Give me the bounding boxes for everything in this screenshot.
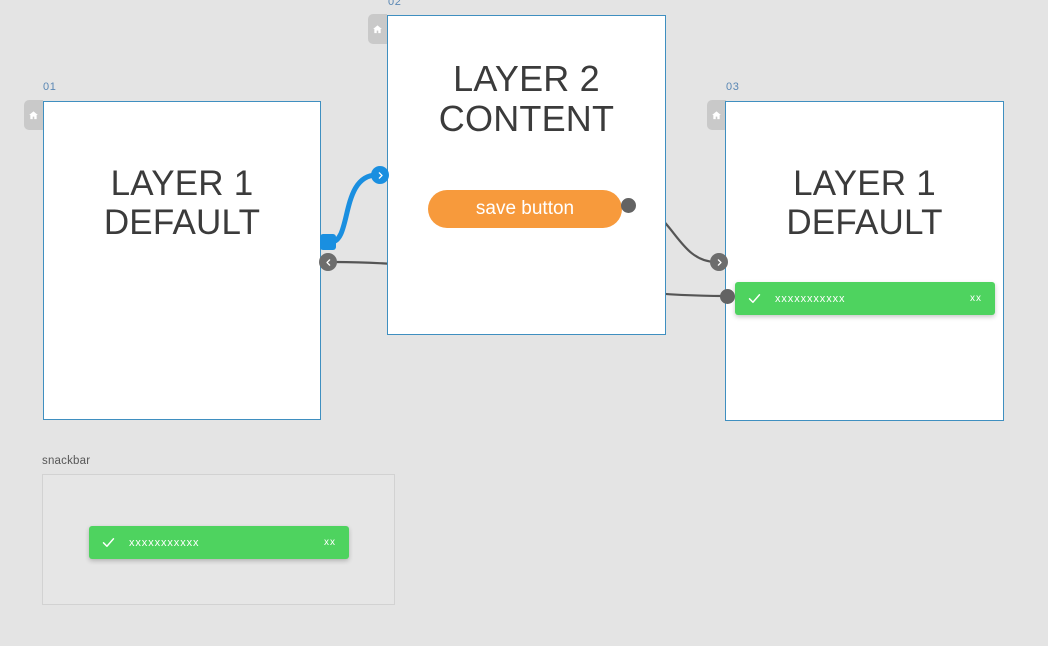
- input-port-chevron-card-03[interactable]: [710, 253, 728, 271]
- snackbar-panel-label: snackbar: [42, 455, 91, 467]
- home-icon: [28, 110, 39, 121]
- card-tag-01: 01: [43, 81, 57, 93]
- snackbar-action-button[interactable]: xx: [324, 537, 336, 548]
- home-icon-badge-card-01[interactable]: [24, 100, 43, 130]
- card-title-02: LAYER 2 CONTENT: [438, 58, 615, 140]
- card-title-01: LAYER 1 DEFAULT: [103, 164, 261, 243]
- card-layer-03[interactable]: LAYER 1 DEFAULT xxxxxxxxxxx xx: [725, 101, 1004, 421]
- snackbar-panel: xxxxxxxxxxx xx: [42, 474, 395, 605]
- check-icon: [747, 291, 762, 306]
- home-icon-badge-card-03[interactable]: [707, 100, 726, 130]
- home-icon: [372, 24, 383, 35]
- snackbar-demo[interactable]: xxxxxxxxxxx xx: [89, 526, 349, 559]
- output-port-dot-save-button[interactable]: [621, 198, 636, 213]
- input-port-dot-card-03[interactable]: [720, 289, 735, 304]
- snackbar-message: xxxxxxxxxxx: [129, 536, 200, 549]
- card-layer-02[interactable]: LAYER 2 CONTENT save button: [387, 15, 666, 335]
- card-tag-02: 02: [388, 0, 402, 8]
- snackbar-message: xxxxxxxxxxx: [775, 292, 846, 305]
- card-layer-01[interactable]: LAYER 1 DEFAULT: [43, 101, 321, 420]
- card-tag-03: 03: [726, 81, 740, 93]
- output-port-chevron-card-01[interactable]: [319, 253, 337, 271]
- check-icon: [101, 535, 116, 550]
- card-title-03: LAYER 1 DEFAULT: [786, 164, 943, 243]
- save-button[interactable]: save button: [428, 190, 622, 228]
- edge-card1-to-card2: [328, 172, 380, 245]
- home-icon-badge-card-02[interactable]: [368, 14, 387, 44]
- output-port-square-card-01[interactable]: [320, 234, 336, 250]
- home-icon: [711, 110, 722, 121]
- input-port-chevron-card-02[interactable]: [371, 166, 389, 184]
- snackbar-card-03[interactable]: xxxxxxxxxxx xx: [735, 282, 995, 315]
- snackbar-action-button[interactable]: xx: [970, 293, 982, 304]
